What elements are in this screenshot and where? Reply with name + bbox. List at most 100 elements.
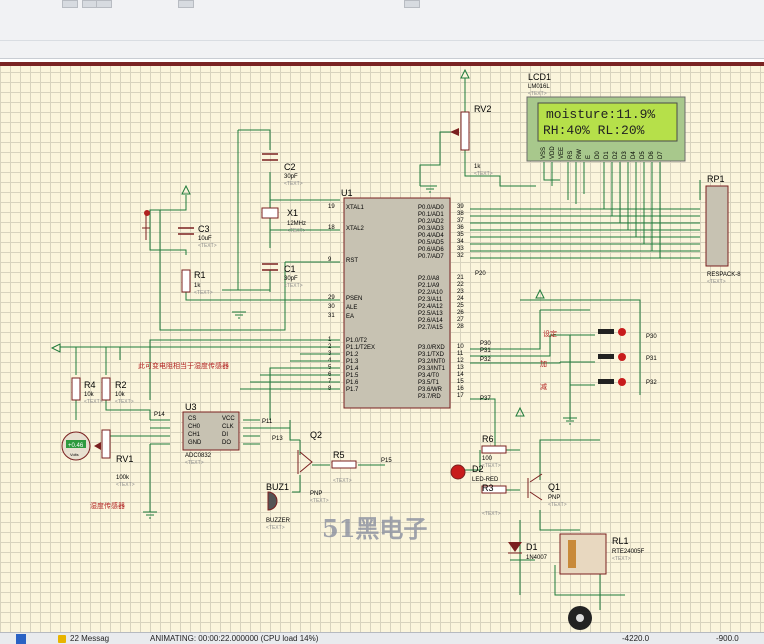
- resistor-r3[interactable]: R3 <TEXT>: [481, 483, 507, 517]
- note-sensor-potentiometer: 此可变电阻相当于湿度传感器: [138, 361, 229, 370]
- buzzer-buz1[interactable]: BUZ1 BUZZER <TEXT>: [266, 482, 291, 531]
- r5-ref: R5: [333, 450, 345, 460]
- lcd-display[interactable]: LCD1 LM016L <TEXT> moisture:11.9% RH:40%…: [526, 72, 686, 162]
- message-count[interactable]: 22 Messag: [70, 634, 110, 643]
- u1-pin-right-label: P2.6/A14: [418, 318, 443, 324]
- u1-pin-left-label: XTAL2: [346, 226, 365, 232]
- r4-ref: R4: [84, 380, 96, 390]
- crystal-x1[interactable]: X1 12MHz <TEXT>: [261, 207, 306, 234]
- lcd-pin-rs: RS: [568, 151, 574, 159]
- u1-pin-left-label: P1.2: [346, 352, 359, 358]
- c1-value: 30pF: [284, 276, 298, 282]
- r2-text: <TEXT>: [115, 399, 134, 405]
- resistor-r4[interactable]: R4 10k <TEXT>: [71, 377, 103, 405]
- u3-pin-left-label: GND: [188, 440, 202, 446]
- diode-d1[interactable]: D1 1N4007: [508, 542, 548, 561]
- u1-pin-right-number: 13: [457, 365, 464, 371]
- toolbar-button[interactable]: [96, 0, 112, 8]
- buz1-ref: BUZ1: [266, 482, 289, 492]
- u3-value: ADC0832: [185, 453, 212, 459]
- u1-pin-left-label: EA: [346, 314, 354, 320]
- resistor-r6[interactable]: R6 100 <TEXT>: [481, 434, 507, 469]
- button-set[interactable]: [598, 328, 626, 336]
- led-d2[interactable]: D2 LED-RED: [450, 464, 499, 483]
- u1-pin-right-number: 34: [457, 239, 464, 245]
- motor-fan[interactable]: [568, 606, 592, 630]
- potentiometer-rv1[interactable]: RV1 100k <TEXT>: [94, 429, 135, 488]
- button-add[interactable]: [598, 353, 626, 361]
- u1-pin-right-number: 23: [457, 289, 464, 295]
- u1-pin-right-number: 38: [457, 211, 464, 217]
- capacitor-c1[interactable]: C1 30pF <TEXT>: [262, 263, 303, 289]
- toolbar-button[interactable]: [404, 0, 420, 8]
- rp1-value: RESPACK-8: [707, 272, 741, 278]
- u1-pin-left-label: P1.4: [346, 366, 359, 372]
- u3-pin-right-label: DO: [222, 440, 231, 446]
- toolbar-button[interactable]: [178, 0, 194, 8]
- lcd-pin-rw: RW: [577, 149, 583, 159]
- u1-pin-left-number: 30: [328, 304, 335, 310]
- reset-button[interactable]: [142, 210, 150, 240]
- u1-pin-right-label: P3.1/TXD: [418, 352, 445, 358]
- lcd-pin-d7: D7: [658, 151, 664, 159]
- lcd-pin-d5: D5: [640, 151, 646, 159]
- resistor-r2[interactable]: R2 10k <TEXT>: [101, 377, 134, 405]
- toolbar-button[interactable]: [62, 0, 78, 8]
- transistor-q2[interactable]: Q2 PNP <TEXT>: [297, 430, 329, 504]
- u1-pin-left-number: 31: [328, 313, 335, 319]
- u1-pin-right-label: P2.4/A12: [418, 304, 443, 310]
- d2-value: LED-RED: [472, 477, 499, 483]
- u1-pin-right-number: 24: [457, 296, 464, 302]
- u1-pin-left-label: P1.3: [346, 359, 359, 365]
- voltmeter[interactable]: +0.46 Volts: [61, 431, 91, 461]
- relay-rl1[interactable]: RL1 RTE24005F <TEXT>: [559, 533, 645, 575]
- power-symbols: [50, 68, 577, 519]
- u3-pin-right-label: CLK: [222, 424, 234, 430]
- q1-value: PNP: [548, 495, 560, 501]
- resistor-r1[interactable]: R1 1k <TEXT>: [181, 269, 213, 296]
- u1-pin-right-label: P0.4/AD4: [418, 233, 444, 239]
- status-bar: 22 Messag ANIMATING: 00:00:22.000000 (CP…: [0, 632, 764, 644]
- u1-pin-right-number: 15: [457, 379, 464, 385]
- u1-pin-right-number: 27: [457, 317, 464, 323]
- u3-ref: U3: [185, 402, 197, 412]
- net-p31-right: P31: [646, 356, 657, 362]
- respack-rp1[interactable]: RP1 RESPACK-8 <TEXT>: [705, 174, 741, 285]
- q1-text: <TEXT>: [548, 502, 567, 508]
- c2-ref: C2: [284, 162, 296, 172]
- capacitor-c3[interactable]: C3 10uF <TEXT>: [178, 224, 217, 249]
- u1-left-pins: XTAL119XTAL218RST9PSEN29ALE30EA31P1.0/T2…: [328, 204, 375, 393]
- net-p30-left: P30: [480, 341, 491, 347]
- capacitor-c2[interactable]: C2 30pF <TEXT>: [262, 153, 303, 187]
- u1-pin-left-label: P1.1/T2EX: [346, 345, 375, 351]
- rv2-value: 1k: [474, 164, 481, 170]
- u1-pin-right-label: P0.5/AD5: [418, 240, 444, 246]
- net-p32-right: P32: [646, 380, 657, 386]
- u1-pin-left-label: P1.6: [346, 380, 359, 386]
- lcd-pin-e: E: [586, 155, 592, 159]
- lcd-pin-d1: D1: [604, 151, 610, 159]
- button-sub[interactable]: [598, 378, 626, 386]
- q2-text: <TEXT>: [310, 498, 329, 504]
- play-icon[interactable]: [16, 634, 26, 644]
- u1-pin-right-label: P0.2/AD2: [418, 219, 444, 225]
- mcu-u1[interactable]: U1 XTAL119XTAL218RST9PSEN29ALE30EA31P1.0…: [328, 188, 464, 409]
- u1-pin-right-label: P3.0/RXD: [418, 345, 445, 351]
- coord-x: -4220.0: [622, 634, 650, 643]
- net-p11: P11: [262, 419, 273, 425]
- u1-pin-right-label: P2.7/A15: [418, 325, 443, 331]
- q2-ref: Q2: [310, 430, 322, 440]
- potentiometer-rv2[interactable]: RV2 1k <TEXT>: [450, 104, 493, 177]
- r3-text: <TEXT>: [482, 511, 501, 517]
- rl1-ref: RL1: [612, 536, 629, 546]
- u1-pin-right-label: P2.3/A11: [418, 297, 443, 303]
- lcd-screen: [537, 102, 678, 142]
- resistor-r5[interactable]: R5 <TEXT>: [331, 450, 357, 484]
- u1-pin-left-number: 29: [328, 295, 335, 301]
- transistor-q1[interactable]: Q1 PNP <TEXT>: [527, 473, 567, 508]
- annotations: 此可变电阻相当于湿度传感器 湿度传感器 设定 加 减: [90, 329, 557, 510]
